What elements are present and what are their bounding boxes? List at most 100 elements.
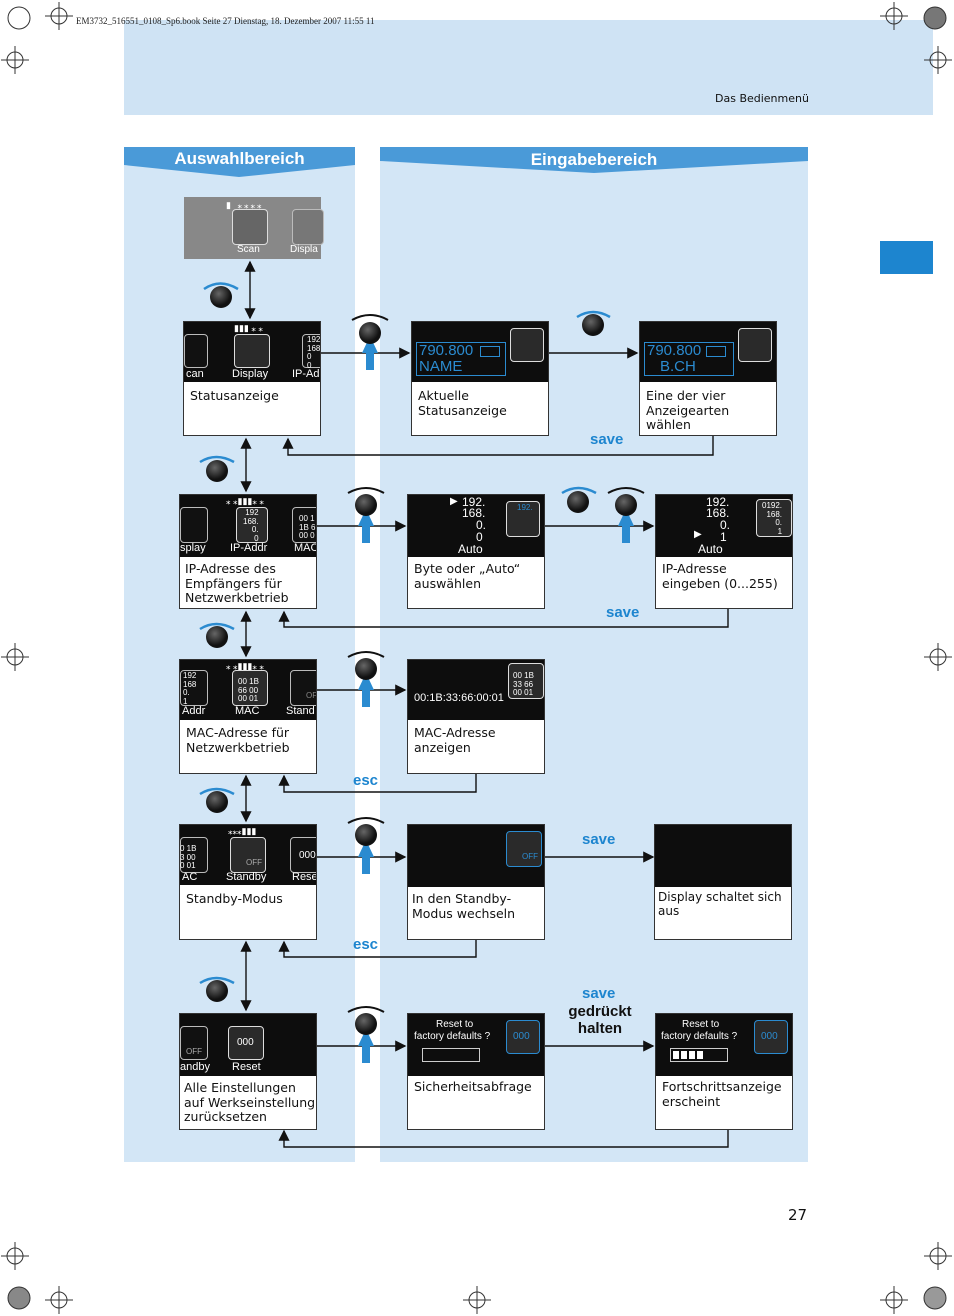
jog-dial-icon — [582, 314, 604, 336]
reset-icon — [506, 1020, 540, 1054]
mac-address-icon — [232, 670, 268, 706]
menu-item-display: Displa — [290, 244, 318, 255]
caption: Aktuelle Statusanzeige — [418, 388, 507, 418]
press-arc-4 — [347, 651, 385, 658]
device-screen: Reset to factory defaults ? 000 — [408, 1014, 544, 1076]
ip-address-icon — [180, 670, 208, 706]
prompt-line-1: Reset to — [436, 1019, 474, 1030]
status-dots: ⁎ ⁎▮▮▮⁎ ⁎ — [226, 661, 264, 671]
crop-mark-tr2 — [924, 46, 952, 74]
device-screen: Reset to factory defaults ? 000 — [656, 1014, 792, 1076]
progress-bar — [670, 1048, 728, 1062]
display-icon — [234, 334, 270, 368]
frequency-value: 790.800 — [419, 342, 474, 359]
press-arc-5 — [347, 817, 385, 824]
color-target-tr — [923, 6, 947, 30]
rotate-arc-1 — [576, 310, 611, 319]
rotate-arc-2 — [199, 455, 235, 464]
device-screen: 790.800 NAME — [412, 322, 548, 382]
caption: Display schaltet sich aus — [658, 890, 782, 918]
jog-dial-icon — [210, 286, 232, 308]
device-screen: OFF — [408, 825, 544, 887]
prompt-line-1: Reset to — [682, 1019, 720, 1030]
status-frame — [644, 342, 734, 376]
off-label: OFF — [522, 852, 538, 861]
mac-value: 00:1B:33:66:00:01 — [414, 692, 504, 704]
press-arrow-5 — [358, 840, 374, 874]
ip-address-icon — [236, 507, 268, 543]
section-title: Das Bedienmenü — [715, 92, 809, 105]
display-icon — [510, 328, 544, 362]
reset-code: 000 — [299, 850, 316, 861]
device-screen: ▮▮▮ ⁎ ⁎ 192 168 0 0 can Display IP-Ad — [184, 322, 320, 382]
crop-mark-tl2 — [1, 46, 29, 74]
rotate-arc-6 — [199, 976, 235, 985]
standby-card: ⁎⁎⁎▮▮▮ 0 1B 3 00 0 01 OFF 000 AC Standby… — [179, 824, 317, 940]
color-target-tl — [7, 6, 31, 30]
cursor-triangle: ▶ — [450, 496, 458, 507]
ip-byte-1: 192. — [462, 495, 486, 509]
top-menu-screen: ▮ ⁎⁎⁎⁎ Scan Displa — [184, 197, 324, 259]
off-label: OFF — [246, 858, 262, 867]
mac-display-card: 00:1B:33:66:00:01 00 1B 33 66 00 01 MAC-… — [407, 659, 545, 774]
display-icon — [738, 328, 772, 362]
crop-mark-br2 — [924, 1242, 952, 1270]
reset-code: 000 — [513, 1031, 530, 1042]
caption: Byte oder „Auto“ auswählen — [414, 561, 521, 591]
rotate-arc-3 — [561, 486, 597, 495]
receiver-name: NAME — [419, 358, 463, 375]
menu-item-display: Display — [232, 368, 269, 380]
ip-preview: 192 168. 0. 0 — [243, 508, 259, 543]
battery-icon — [480, 346, 500, 357]
caption: Statusanzeige — [190, 388, 279, 403]
hold-instruction: gedrückt halten — [558, 1003, 642, 1037]
crop-mark-bc — [463, 1286, 491, 1314]
chapter-tab — [880, 241, 933, 274]
menu-item-standby: andby — [180, 1061, 210, 1073]
mac-address-card: ⁎ ⁎▮▮▮⁎ ⁎ 192 168 0. 1 00 1B 66 00 00 01… — [179, 659, 317, 774]
standby-icon — [180, 1026, 208, 1060]
jog-dial-icon — [355, 824, 377, 846]
auto-option: Auto — [458, 542, 483, 556]
crop-mark-mr — [924, 643, 952, 671]
off-label: OF — [306, 691, 316, 700]
reset-icon — [290, 837, 316, 873]
menu-item-ip: IP-Ad — [292, 368, 320, 380]
mac-preview: 00 1 1B 6 00 0 — [299, 514, 316, 540]
jog-dial-icon — [615, 494, 637, 516]
device-screen: 790.800 B.CH — [640, 322, 776, 382]
selection-title-banner — [124, 147, 355, 177]
caption: MAC-Adresse anzeigen — [414, 725, 496, 755]
mac-address-icon — [180, 837, 208, 873]
progress-bar-empty — [422, 1048, 480, 1062]
current-status-card: 790.800 NAME Aktuelle Statusanzeige — [411, 321, 549, 436]
device-screen: ⁎⁎⁎▮▮▮ 0 1B 3 00 0 01 OFF 000 AC Standby… — [180, 825, 316, 885]
press-arc-6 — [347, 1006, 385, 1013]
jog-dial-icon — [206, 460, 228, 482]
caption: IP-Adresse eingeben (0...255) — [662, 561, 778, 591]
ip-enter-card: 192. 168. 0. ▶ 1 Auto 0192. 168. 0. 1 IP… — [655, 494, 793, 609]
page-number: 27 — [788, 1206, 808, 1224]
scan-icon — [184, 334, 208, 368]
reset-code: 000 — [761, 1031, 778, 1042]
jog-dial-icon — [206, 791, 228, 813]
ip-address-icon — [302, 334, 320, 368]
save-key-label: save — [606, 604, 640, 621]
mac-preview: 0 1B 3 00 0 01 — [180, 844, 197, 870]
standby-icon — [230, 837, 266, 873]
crop-mark-br — [880, 1286, 908, 1314]
caption: Alle Einstellungen auf Werkseinstellung … — [184, 1080, 316, 1124]
hold-line-2: halten — [577, 1020, 623, 1037]
jog-dial-icon — [359, 322, 381, 344]
display-off-card: Display schaltet sich aus — [654, 824, 792, 940]
rotate-arc-5 — [199, 787, 235, 796]
caption: Eine der vier Anzeigearten wählen — [646, 388, 730, 432]
esc-key-label: esc — [353, 936, 379, 953]
status-dots: ▮ ⁎⁎⁎⁎ — [226, 200, 264, 210]
crop-mark-bl2 — [1, 1242, 29, 1270]
menu-item-mac: MAC — [235, 705, 260, 717]
device-screen: ⁎ ⁎▮▮▮⁎ ⁎ 192 168 0. 1 00 1B 66 00 00 01… — [180, 660, 316, 720]
ip-address-icon — [506, 501, 540, 537]
